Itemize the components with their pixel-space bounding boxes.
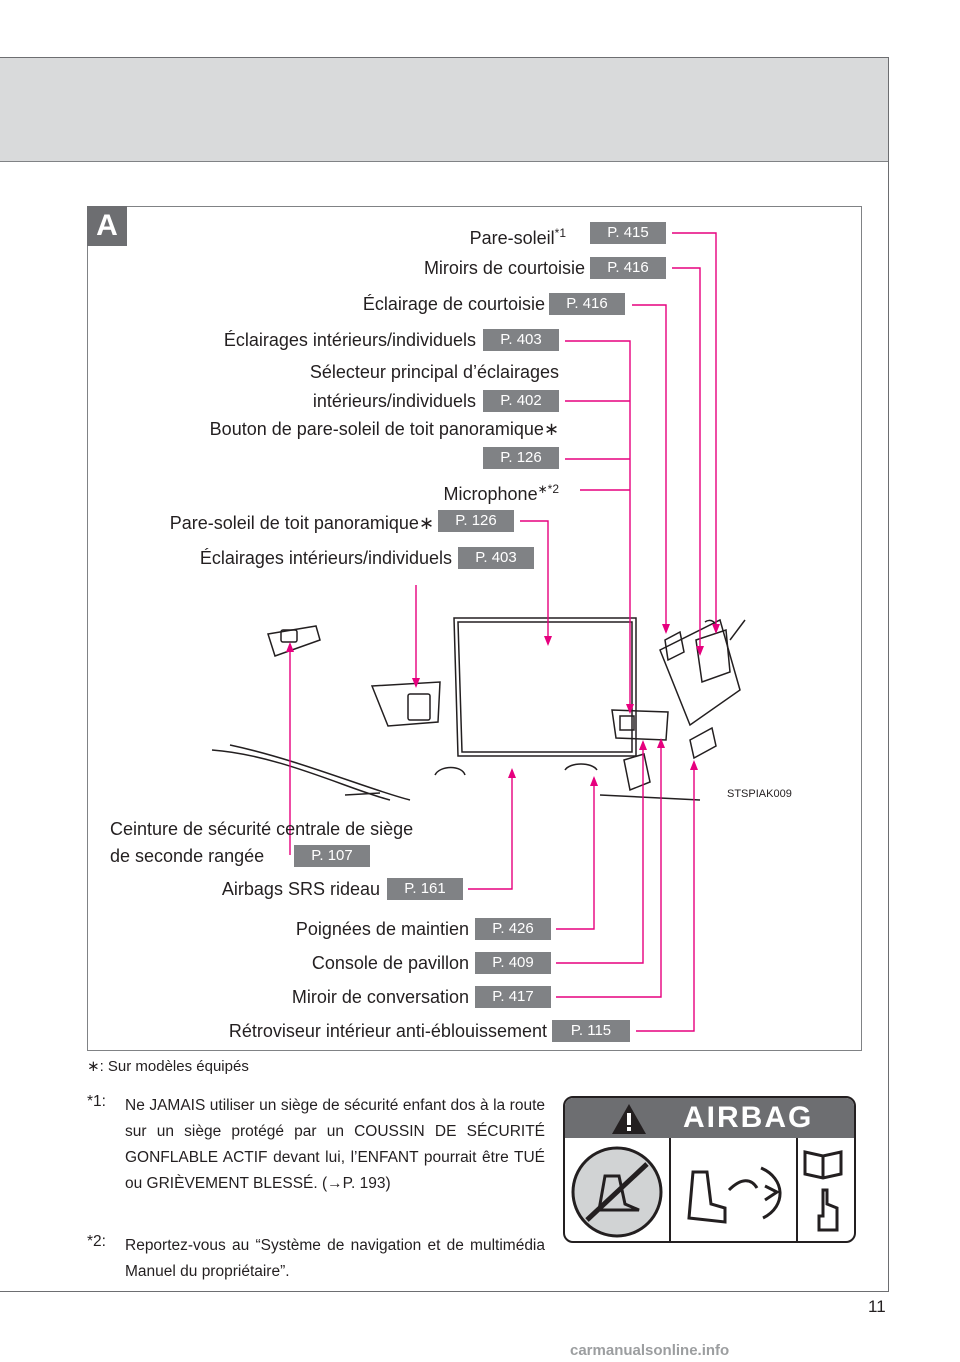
note-1-mark: *1: [87, 1093, 106, 1110]
airbag-warning-label: AIRBAG [563, 1096, 856, 1243]
diagram-box [87, 206, 862, 1051]
no-rear-facing-seat-icon [571, 1146, 663, 1238]
page-ref-overhead-console[interactable]: P. 409 [475, 952, 551, 974]
callout-label-interior-lights-2: Éclairages intérieurs/individuels [199, 548, 452, 568]
note-2-mark: *2: [87, 1233, 106, 1250]
callout-label-vanity-mirrors: Miroirs de courtoisie [423, 258, 585, 278]
header-band [0, 57, 889, 162]
callout-label-panoramic-shade: Pare-soleil de toit panoramique∗ [169, 513, 434, 533]
airbag-deploy-icon [687, 1166, 782, 1224]
page-ref-sun-visor[interactable]: P. 415 [590, 222, 666, 244]
note-2-text: Reportez-vous au “Système de navigation … [125, 1237, 545, 1280]
seatbelt-anchor [267, 625, 321, 657]
callout-label-vanity-light: Éclairage de courtoisie [362, 294, 545, 314]
page-ref-conversation-mirror[interactable]: P. 417 [475, 986, 551, 1008]
sunroof [457, 621, 633, 753]
overhead-console [611, 709, 669, 741]
warning-triangle-icon [612, 1104, 646, 1134]
callout-label-rear-view-mirror: Rétroviseur intérieur anti-éblouissement [228, 1021, 547, 1041]
page-frame [0, 57, 889, 1292]
callout-label-microphone: Microphone∗*2 [443, 482, 559, 504]
callout-label-sun-visor: Pare-soleil*1 [469, 226, 566, 248]
callout-label-interior-lights-1: Éclairages intérieurs/individuels [223, 330, 476, 350]
note-1-text: Ne JAMAIS utiliser un siège de sécurité … [125, 1097, 545, 1192]
callout-label-conversation-mirror: Miroir de conversation [291, 987, 469, 1007]
roof-edge-left [211, 749, 391, 801]
callout-label-panoramic-shade-button: Bouton de pare-soleil de toit panoramiqu… [209, 419, 559, 439]
watermark: carmanualsonline.info [570, 1342, 730, 1359]
airbag-title: AIRBAG [683, 1101, 814, 1134]
page-ref-curtain-airbags[interactable]: P. 161 [387, 878, 463, 900]
section-tag: A [87, 206, 127, 246]
callout-label-main-switch-line2: intérieurs/individuels [312, 391, 476, 411]
callout-label-seatbelt-line1: Ceinture de sécurité centrale de siège [110, 819, 414, 839]
callout-label-main-switch-line1: Sélecteur principal d’éclairages [309, 362, 559, 382]
callout-label-curtain-airbags: Airbags SRS rideau [221, 879, 380, 899]
manual-info-icon [803, 1150, 843, 1232]
page-ref-assist-grips[interactable]: P. 426 [475, 918, 551, 940]
page-ref-main-switch[interactable]: P. 402 [483, 390, 559, 412]
callout-label-overhead-console: Console de pavillon [311, 953, 469, 973]
page-ref-panoramic-shade-button[interactable]: P. 126 [483, 447, 559, 469]
arrow-heads [286, 624, 720, 786]
legend: ∗: Sur modèles équipés [87, 1058, 249, 1075]
page-ref-seatbelt[interactable]: P. 107 [294, 845, 370, 867]
rear-view-mirror [689, 726, 717, 760]
page-number: 11 [868, 1297, 886, 1316]
page-ref-rear-view-mirror[interactable]: P. 115 [552, 1020, 630, 1042]
image-code: STSPIAK009 [727, 788, 792, 800]
callout-label-seatbelt-line2: de seconde rangée [110, 846, 265, 866]
airbag-label-header: AIRBAG [565, 1098, 854, 1138]
leader-lines [289, 232, 717, 1032]
callout-label-assist-grips: Poignées de maintien [295, 919, 469, 939]
page-ref-vanity-mirrors[interactable]: P. 416 [590, 257, 666, 279]
page-ref-vanity-light[interactable]: P. 416 [549, 293, 625, 315]
page-ref-interior-lights-1[interactable]: P. 403 [483, 329, 559, 351]
airbag-pictograms [571, 1138, 843, 1241]
page-ref-panoramic-shade[interactable]: P. 126 [438, 510, 514, 532]
page-ref-interior-lights-2[interactable]: P. 403 [458, 547, 534, 569]
